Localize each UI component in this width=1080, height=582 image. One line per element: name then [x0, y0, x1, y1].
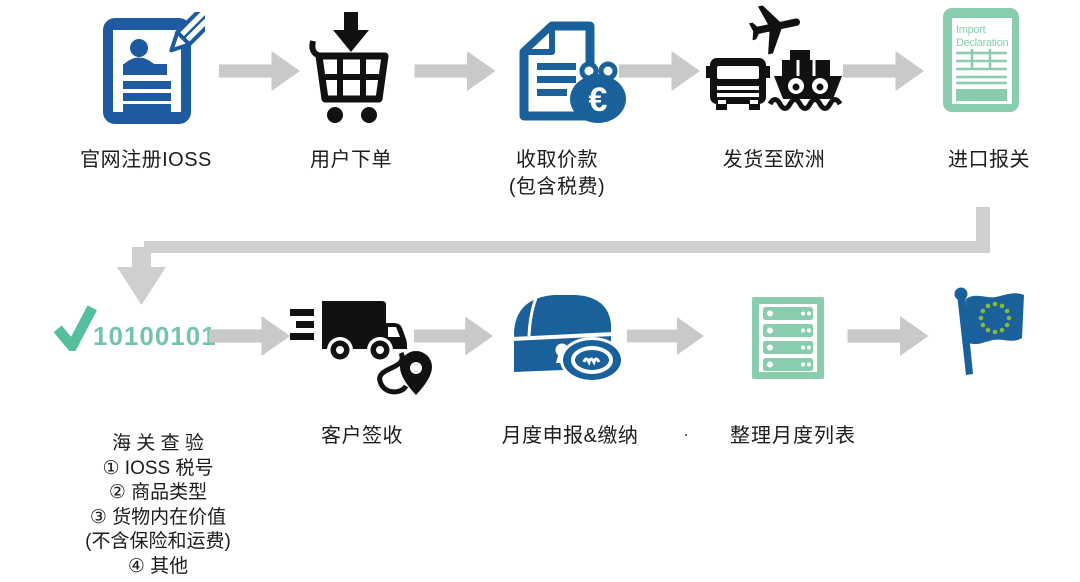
connector-arrow-down-icon — [117, 247, 166, 305]
eu-flag-icon — [954, 287, 1024, 375]
step-label-collect-payment-line1: 收取价款 — [516, 149, 598, 171]
import-declaration-text-1: Import — [956, 24, 986, 36]
checkmark-icon — [53, 305, 97, 351]
customs-item-intrinsic-value: ③ 货物内在价值 — [89, 506, 227, 528]
import-declaration-icon: Import Declaration — [943, 8, 1019, 112]
truck-front-icon — [706, 58, 770, 110]
arrow-right-icon — [618, 50, 701, 92]
transport-icon — [706, 5, 843, 111]
pencil-icon — [169, 12, 205, 53]
step-label-ship-to-europe: 发货至欧洲 — [722, 149, 826, 171]
plane-icon — [749, 5, 800, 55]
map-pin-icon — [400, 351, 432, 395]
import-declaration-text-2: Declaration — [956, 37, 1009, 49]
ship-icon — [767, 50, 843, 111]
server-list-icon — [752, 297, 824, 379]
coin-icon — [560, 337, 624, 382]
customs-item-product-type: ② 商品类型 — [108, 482, 208, 503]
arrow-right-icon — [847, 315, 929, 357]
customs-item-ioss-number: ① IOSS 税号 — [102, 457, 214, 479]
binary-code-text: 10100101 — [93, 321, 217, 351]
step-label-user-order: 用户下单 — [310, 149, 392, 171]
step-label-import-declaration: 进口报关 — [948, 149, 1030, 171]
arrow-right-icon — [627, 316, 705, 356]
invoice-euro-icon: € — [519, 21, 626, 123]
euro-symbol: € — [589, 81, 608, 119]
arrow-right-icon — [218, 50, 301, 92]
customs-inspection-title: 海 关 查 验 — [112, 433, 204, 454]
delivery-truck-icon — [290, 301, 432, 395]
treasure-chest-coin-icon — [511, 295, 624, 382]
step-label-monthly-list: 整理月度列表 — [730, 425, 856, 447]
customs-item-value-note: (不含保险和运费) — [85, 531, 231, 552]
arrow-right-icon — [414, 50, 496, 92]
step-label-collect-payment: 收取价款 (包含税费) — [447, 147, 667, 201]
separator-dot: . — [683, 420, 689, 440]
step-label-register-ioss: 官网注册IOSS — [80, 149, 212, 171]
arrow-right-icon — [414, 316, 494, 356]
shopping-cart-icon — [309, 12, 389, 123]
connector-horizontal-bar — [144, 241, 990, 253]
arrow-right-icon — [208, 315, 291, 357]
customs-inspection-label-block: 海 关 查 验 ① IOSS 税号 ② 商品类型 ③ 货物内在价值 (不含保险和… — [48, 432, 268, 579]
step-label-customer-sign: 客户签收 — [321, 425, 403, 447]
arrow-right-icon — [842, 50, 925, 92]
customs-item-other: ④ 其他 — [127, 555, 189, 577]
money-bag-icon: € — [570, 61, 626, 123]
eu-stars — [978, 301, 1012, 335]
step-label-collect-payment-line2: (包含税费) — [508, 176, 606, 198]
registration-form-icon — [103, 12, 205, 124]
connector-vertical-bar — [976, 207, 990, 247]
step-label-monthly-declaration: 月度申报&缴纳 — [501, 425, 639, 447]
